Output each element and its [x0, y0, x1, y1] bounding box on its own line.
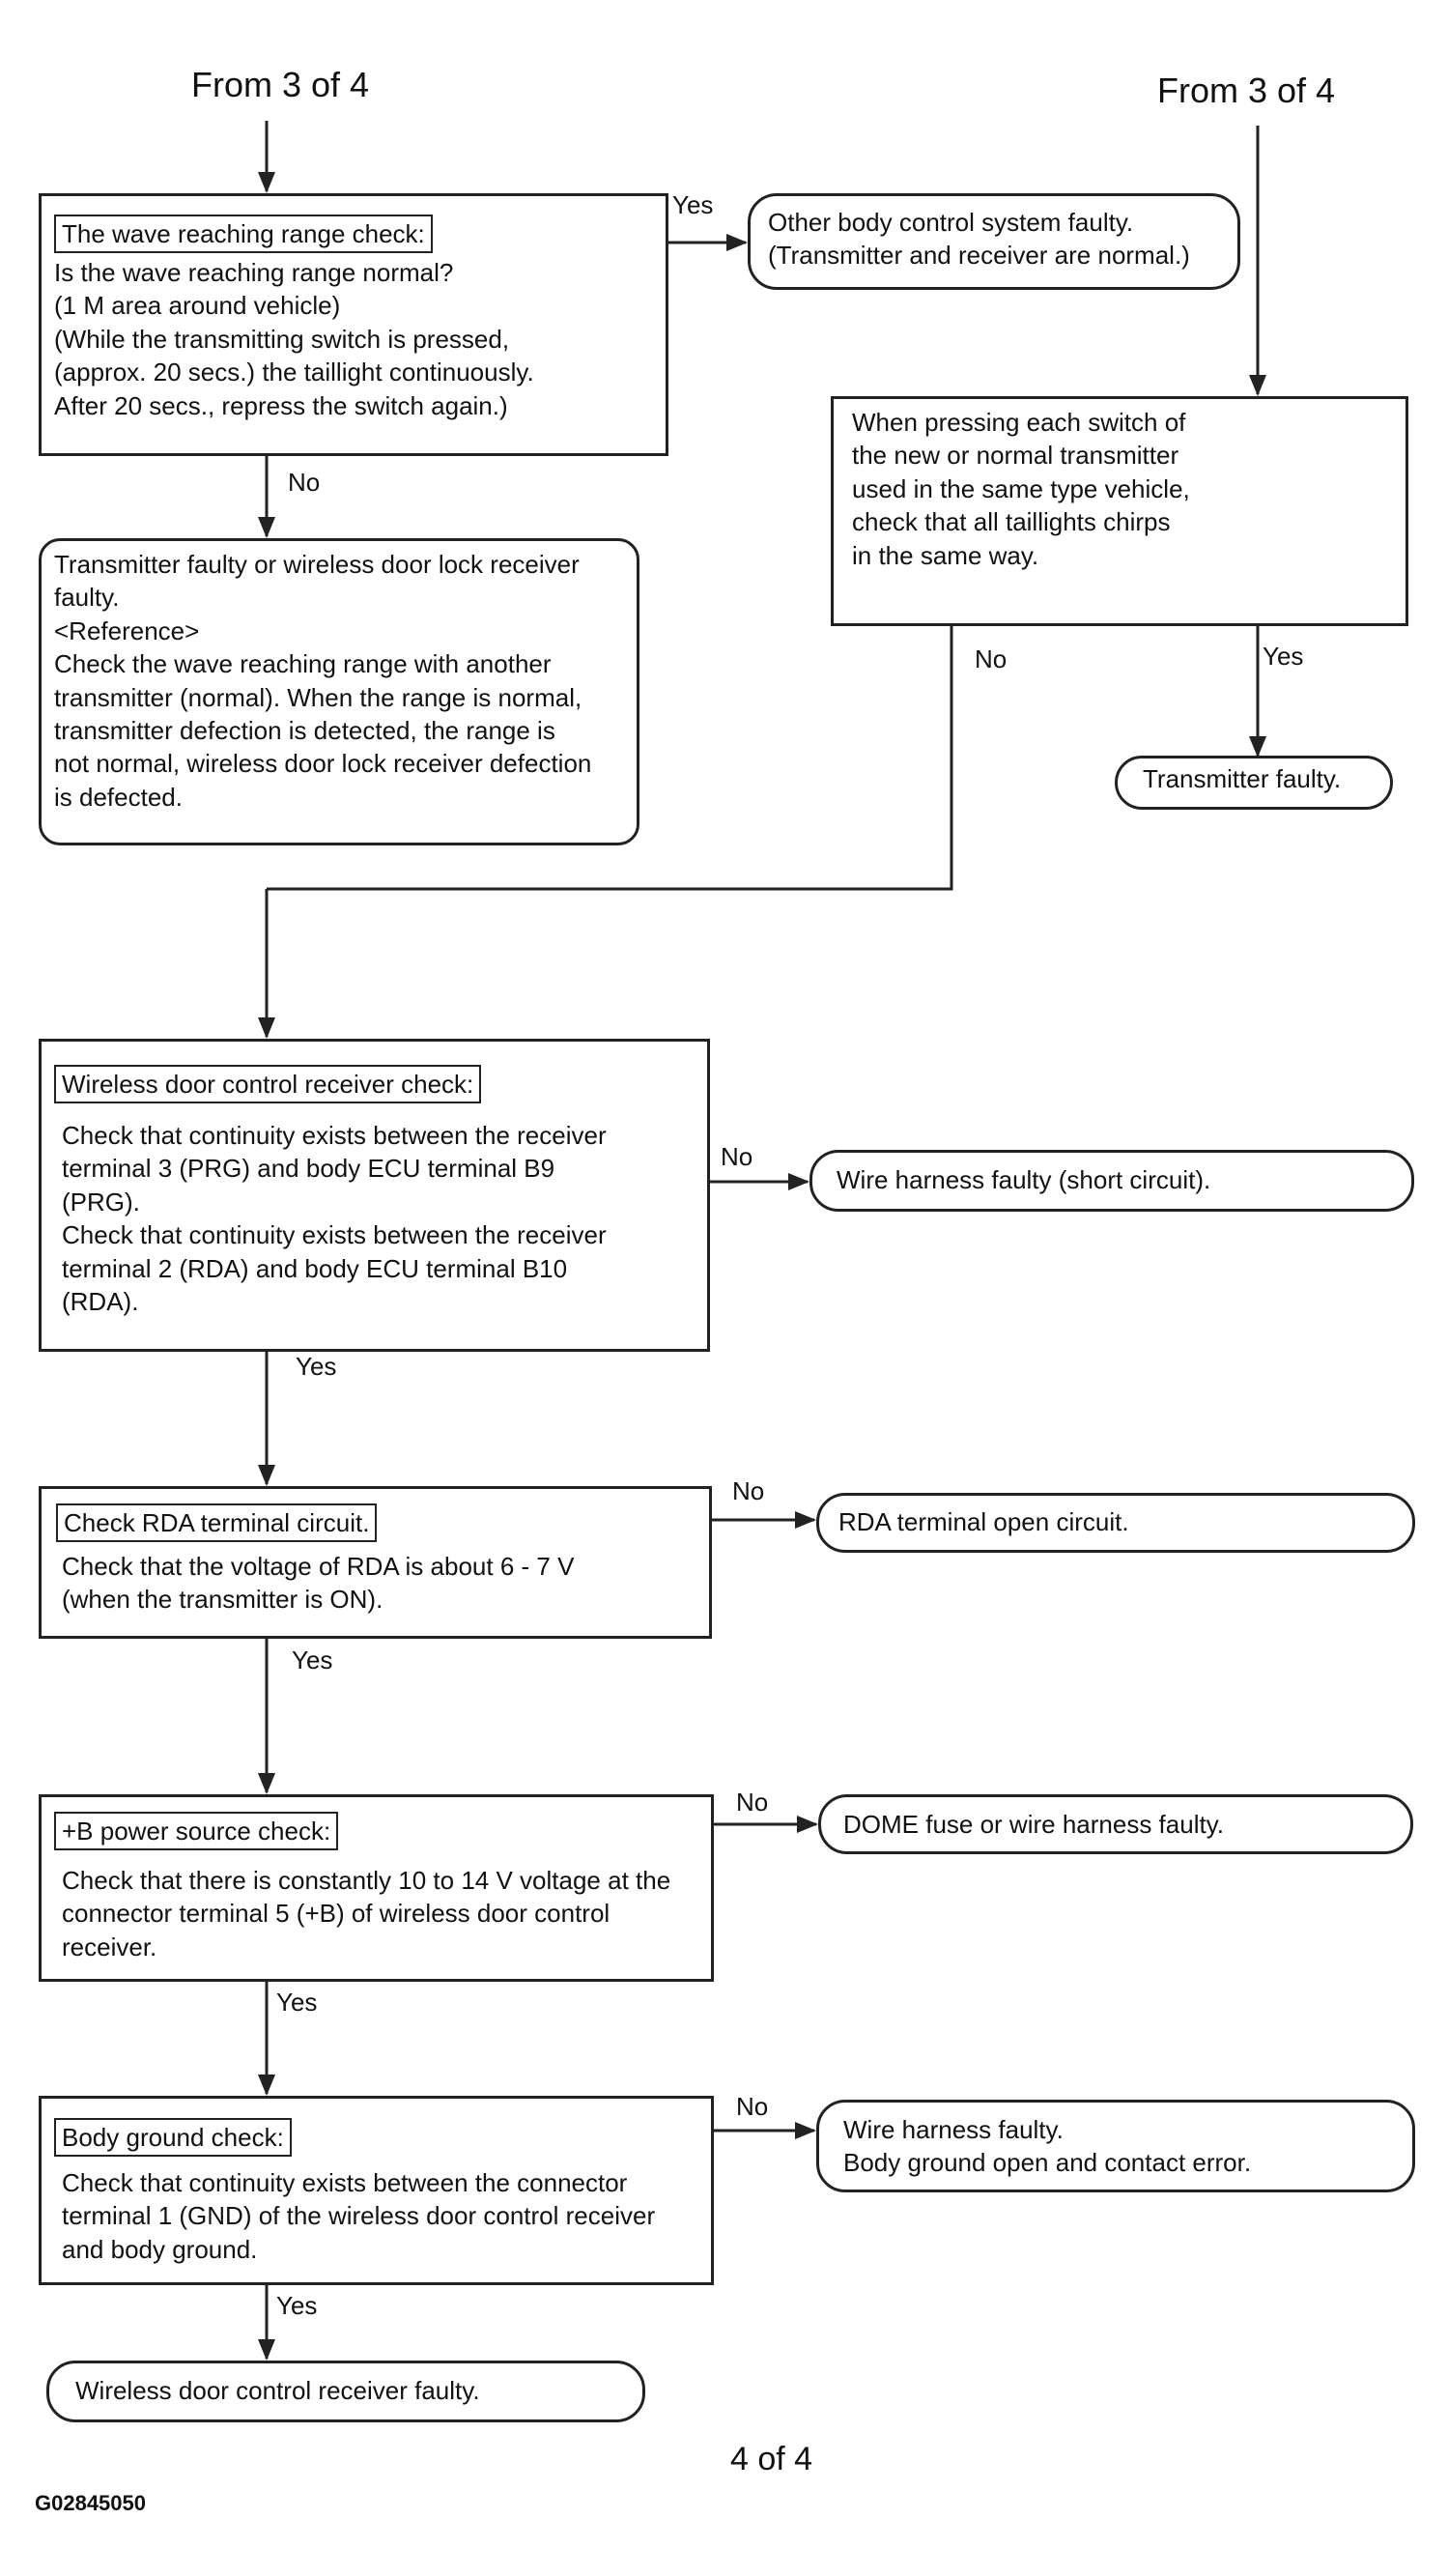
- wave-yes-label: Yes: [672, 190, 714, 219]
- tx-faulty-text: Transmitter faulty.: [1143, 764, 1342, 793]
- figure-code: G02845050: [35, 2491, 146, 2515]
- rda-check-title: Check RDA terminal circuit.: [56, 1503, 378, 1542]
- tx-or-rx-faulty-text: Transmitter faulty or wireless door lock…: [54, 550, 592, 812]
- wave-no-label: No: [288, 468, 321, 497]
- tx-faulty-box: [1115, 756, 1393, 810]
- rda-check-body: Check that the voltage of RDA is about 6…: [62, 1552, 575, 1615]
- receiver-no-label: No: [721, 1142, 753, 1171]
- ground-yes-label: Yes: [276, 2291, 318, 2320]
- press-yes-label: Yes: [1263, 642, 1304, 671]
- receiver-faulty-box: [46, 2361, 645, 2422]
- wave-check-title: The wave reaching range check:: [54, 215, 433, 253]
- harness-short-text: Wire harness faulty (short circuit).: [837, 1165, 1211, 1194]
- receiver-yes-label: Yes: [296, 1352, 337, 1381]
- power-no-label: No: [736, 1788, 769, 1817]
- ground-faulty-box: [816, 2100, 1415, 2192]
- line-press-no: [267, 624, 953, 891]
- rda-open-text: RDA terminal open circuit.: [838, 1507, 1129, 1536]
- receiver-faulty-text: Wireless door control receiver faulty.: [75, 2376, 480, 2405]
- ground-faulty-text: Wire harness faulty. Body ground open an…: [843, 2115, 1252, 2178]
- rda-yes-label: Yes: [292, 1646, 333, 1674]
- dome-faulty-box: [818, 1794, 1413, 1854]
- ground-check-body: Check that continuity exists between the…: [62, 2168, 656, 2264]
- receiver-check-body: Check that continuity exists between the…: [62, 1121, 607, 1317]
- harness-short-box: [809, 1150, 1414, 1212]
- power-check-title: +B power source check:: [54, 1812, 339, 1850]
- dome-faulty-text: DOME fuse or wire harness faulty.: [843, 1810, 1224, 1839]
- power-check-body: Check that there is constantly 10 to 14 …: [62, 1866, 671, 1961]
- ground-check-title: Body ground check:: [54, 2118, 292, 2157]
- other-faulty-text: Other body control system faulty. (Trans…: [768, 208, 1190, 271]
- other-faulty-box: [748, 193, 1240, 290]
- press-switch-box: [831, 396, 1408, 626]
- ground-no-label: No: [736, 2092, 769, 2121]
- rda-open-box: [816, 1493, 1415, 1553]
- press-no-label: No: [975, 644, 1008, 673]
- rda-no-label: No: [732, 1476, 765, 1505]
- page-number: 4 of 4: [730, 2441, 813, 2477]
- press-switch-text: When pressing each switch of the new or …: [852, 408, 1190, 570]
- power-yes-label: Yes: [276, 1988, 318, 2017]
- receiver-check-title: Wireless door control receiver check:: [54, 1065, 482, 1103]
- from-right-label: From 3 of 4: [1157, 71, 1336, 110]
- tx-or-rx-faulty-box: [39, 538, 639, 845]
- from-left-label: From 3 of 4: [191, 65, 370, 104]
- wave-check-body: Is the wave reaching range normal? (1 M …: [54, 258, 534, 420]
